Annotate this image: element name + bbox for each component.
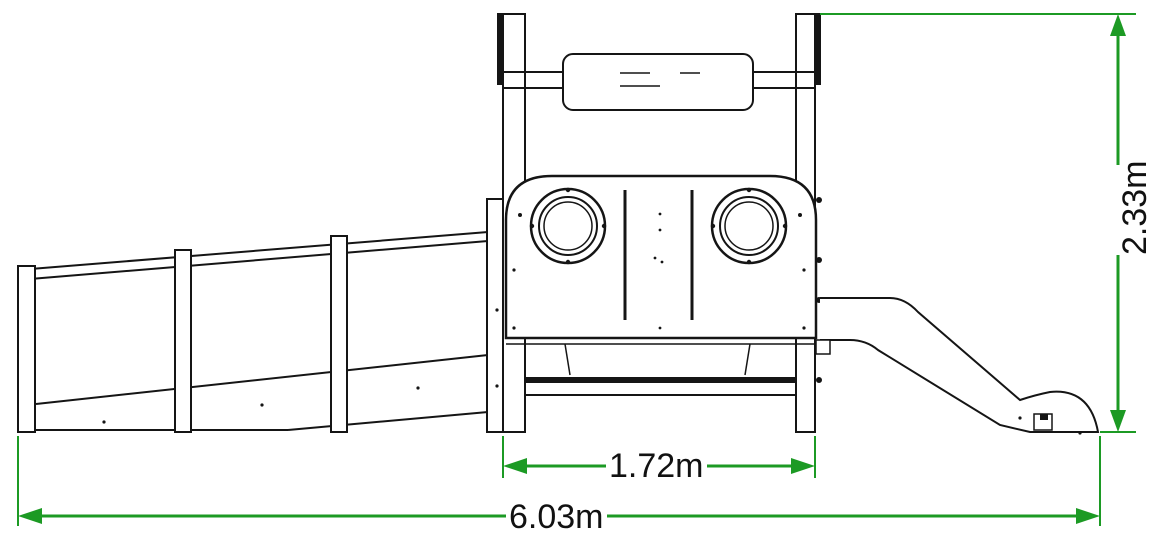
width-arrow-right bbox=[791, 458, 815, 474]
total-arrow-left bbox=[18, 508, 42, 524]
height-arrow-bottom bbox=[1110, 410, 1126, 432]
height-dimension-label: 2.33m bbox=[1113, 161, 1157, 255]
playground-elevation-drawing bbox=[17, 13, 1136, 526]
height-arrow-top bbox=[1110, 14, 1126, 36]
width-dimension-label: 1.72m bbox=[606, 449, 707, 483]
total-arrow-right bbox=[1076, 508, 1100, 524]
slide-section bbox=[815, 297, 1100, 435]
ramp-section bbox=[17, 198, 504, 433]
porthole-window-left bbox=[529, 187, 607, 265]
porthole-window-right bbox=[710, 187, 788, 265]
width-arrow-left bbox=[503, 458, 527, 474]
total-length-dimension-label: 6.03m bbox=[506, 500, 607, 534]
